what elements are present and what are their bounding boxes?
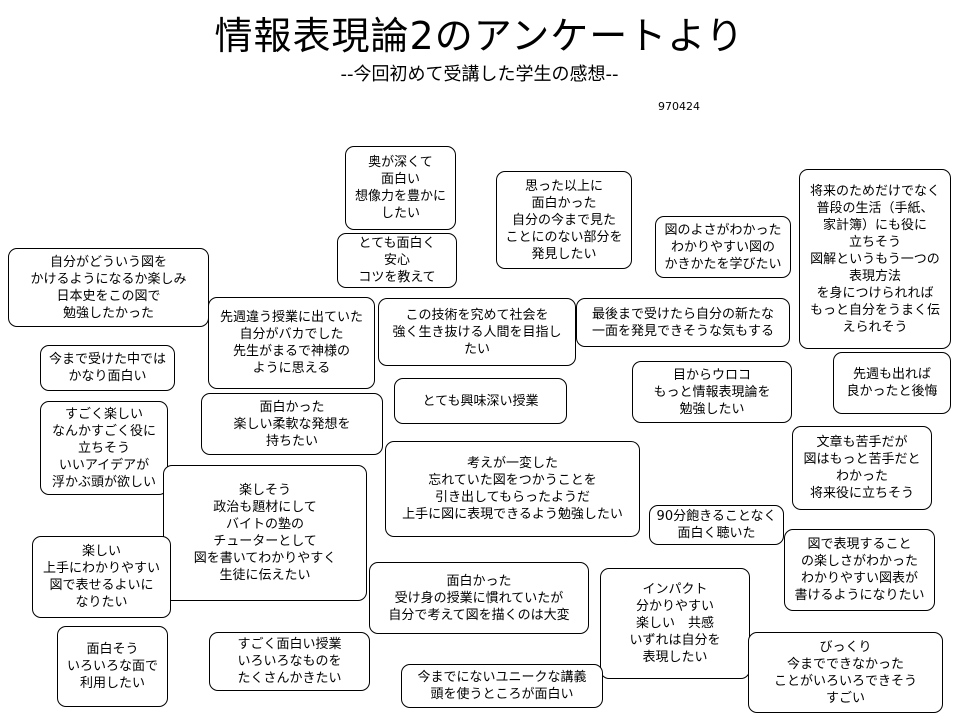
comment-box: とても興味深い授業 <box>394 378 567 424</box>
comment-box: すごく楽しい なんかすごく役に 立ちそう いいアイデアが 浮かぶ頭が欲しい <box>40 401 168 495</box>
comment-box: 面白かった 受け身の授業に慣れていたが 自分で考えて図を描くのは大変 <box>369 562 589 634</box>
comment-box: この技術を究めて社会を 強く生き抜ける人間を目指し たい <box>378 298 576 366</box>
comment-box: とても面白く 安心 コツを教えて <box>337 233 457 288</box>
comment-text: 文章も苦手だが 図はもっと苦手だと わかった 将来役に立ちそう <box>803 435 921 501</box>
comment-box: 思った以上に 面白かった 自分の今まで見た ことにのない部分を 発見したい <box>496 171 632 269</box>
comment-box: 面白そう いろいろな面で 利用したい <box>57 626 168 707</box>
comment-box: インパクト 分かりやすい 楽しい 共感 いずれは自分を 表現したい <box>600 568 750 679</box>
comment-box: 自分がどういう図を かけるようになるか楽しみ 日本史をこの図で 勉強したかった <box>8 248 209 327</box>
comment-text: 先週違う授業に出ていた 自分がバカでした 先生がまるで神様の ように思える <box>219 310 363 376</box>
comment-box: 目からウロコ もっと情報表現論を 勉強したい <box>632 361 792 423</box>
comment-box: 図で表現すること の楽しさがわかった わかりやすい図表が 書けるようになりたい <box>784 529 935 611</box>
comment-text: 思った以上に 面白かった 自分の今まで見た ことにのない部分を 発見したい <box>505 178 623 262</box>
comment-text: 目からウロコ もっと情報表現論を 勉強したい <box>653 367 771 417</box>
comment-box: すごく面白い授業 いろいろなものを たくさんかきたい <box>209 632 370 691</box>
comment-text: びっくり 今までできなかった ことがいろいろできそう すごい <box>773 639 917 706</box>
comment-text: インパクト 分かりやすい 楽しい 共感 いずれは自分を 表現したい <box>629 582 721 665</box>
comment-text: 自分がどういう図を かけるようになるか楽しみ 日本史をこの図で 勉強したかった <box>30 254 187 321</box>
comment-text: 考えが一変した 忘れていた図をつかうことを 引き出してもらったようだ 上手に図に… <box>402 456 623 522</box>
comment-text: 面白かった 受け身の授業に慣れていたが 自分で考えて図を描くのは大変 <box>388 573 570 623</box>
comment-text: 図で表現すること の楽しさがわかった わかりやすい図表が 書けるようになりたい <box>794 537 925 603</box>
comment-text: 楽しい 上手にわかりやすい 図で表せるよいに なりたい <box>42 544 160 610</box>
page-subtitle: --今回初めて受講した学生の感想-- <box>340 64 619 85</box>
comment-box: 将来のためだけでなく 普段の生活（手紙、 家計簿）にも役に 立ちそう 図解という… <box>799 169 951 349</box>
comment-text: 先週も出れば 良かったと後悔 <box>846 367 938 399</box>
comment-box: 楽しそう 政治も題材にして バイトの塾の チューターとして 図を書いてわかりやす… <box>163 465 367 601</box>
comment-box: 最後まで受けたら自分の新たな 一面を発見できそうな気もする <box>576 298 790 347</box>
comment-text: 図のよさがわかった わかりやすい図の かきかたを学びたい <box>664 222 782 272</box>
comment-text: 90分飽きることなく 面白く聴いた <box>656 509 777 541</box>
comment-box: びっくり 今までできなかった ことがいろいろできそう すごい <box>748 632 943 713</box>
comment-box: 今まで受けた中では かなり面白い <box>40 345 175 391</box>
comment-text: 今までにないユニークな講義 頭を使うところが面白い <box>417 670 587 702</box>
comment-box: 面白かった 楽しい柔軟な発想を 持ちたい <box>201 393 383 455</box>
comment-box: 先週違う授業に出ていた 自分がバカでした 先生がまるで神様の ように思える <box>208 297 375 389</box>
comment-box: 考えが一変した 忘れていた図をつかうことを 引き出してもらったようだ 上手に図に… <box>385 441 640 537</box>
comment-box: 奥が深くて 面白い 想像力を豊かに したい <box>345 146 456 230</box>
comment-text: この技術を究めて社会を 強く生き抜ける人間を目指し たい <box>392 307 562 357</box>
comment-text: 今まで受けた中では かなり面白い <box>48 352 166 384</box>
page-title: 情報表現論2のアンケートより <box>214 14 745 58</box>
comment-text: すごく楽しい なんかすごく役に 立ちそう いいアイデアが 浮かぶ頭が欲しい <box>51 406 156 490</box>
comment-text: 面白かった 楽しい柔軟な発想を 持ちたい <box>233 399 351 449</box>
date-label: 970424 <box>658 100 700 113</box>
comment-text: すごく面白い授業 いろいろなものを たくさんかきたい <box>237 637 342 686</box>
comment-box: 先週も出れば 良かったと後悔 <box>833 352 951 414</box>
comment-box: 楽しい 上手にわかりやすい 図で表せるよいに なりたい <box>32 536 171 618</box>
comment-text: 楽しそう 政治も題材にして バイトの塾の チューターとして 図を書いてわかりやす… <box>193 483 337 583</box>
comment-text: とても興味深い授業 <box>422 393 539 409</box>
comment-text: 奥が深くて 面白い 想像力を豊かに したい <box>354 155 446 221</box>
comment-box: 図のよさがわかった わかりやすい図の かきかたを学びたい <box>655 216 791 278</box>
comment-text: 面白そう いろいろな面で 利用したい <box>66 642 158 691</box>
comment-text: とても面白く 安心 コツを教えて <box>358 236 436 285</box>
comment-box: 文章も苦手だが 図はもっと苦手だと わかった 将来役に立ちそう <box>792 426 932 510</box>
comment-text: 最後まで受けたら自分の新たな 一面を発見できそうな気もする <box>591 306 774 339</box>
comment-text: 将来のためだけでなく 普段の生活（手紙、 家計簿）にも役に 立ちそう 図解という… <box>809 183 940 335</box>
comment-box: 今までにないユニークな講義 頭を使うところが面白い <box>401 664 603 708</box>
comment-box: 90分飽きることなく 面白く聴いた <box>649 505 784 545</box>
